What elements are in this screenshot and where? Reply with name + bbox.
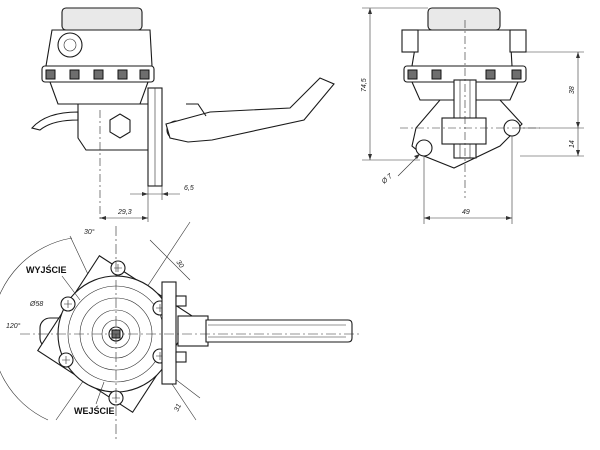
dim-6-5-arrow-1 [142, 192, 148, 196]
dim-hole7-arrow [414, 154, 420, 159]
dim-49-text: 49 [462, 209, 470, 216]
dim-74-5-arrow-2 [368, 154, 372, 160]
front-view: 6,5 29,3 [30, 7, 335, 222]
top-screw-3-slot [62, 356, 70, 364]
front-left-lever [30, 111, 79, 131]
dim-29-3-arrow-2 [142, 216, 148, 220]
dim-14-text: 14 [569, 140, 576, 148]
front-flange-screw-2 [69, 69, 80, 80]
dim-30-length-text: 30 [174, 259, 184, 269]
side-flange-screw-1 [407, 69, 418, 80]
side-left-boss [401, 29, 419, 53]
front-fitting-outer [57, 32, 83, 58]
dim-74-5-text: 74,5 [361, 78, 368, 92]
dim-29-3-arrow-1 [100, 216, 106, 220]
top-bracket-screw-top [175, 295, 187, 307]
dim-38-text: 38 [569, 86, 576, 94]
label-outlet-leader [61, 275, 81, 301]
side-view: 74,5 38 14 49 Ø 7 [361, 7, 584, 224]
top-bracket-plate [161, 281, 177, 385]
dim-58-text: Ø58 [29, 301, 43, 308]
front-cap [61, 7, 143, 31]
label-outlet: WYJŚCIE [26, 264, 67, 275]
side-right-boss [509, 29, 527, 53]
top-bracket-screw-bottom [175, 351, 187, 363]
side-flange-screw-2 [431, 69, 442, 80]
dim-14-arrow [576, 150, 580, 156]
dim-31-text: 31 [173, 403, 183, 413]
dim-6-5-text: 6,5 [184, 185, 194, 192]
top-dim-30-line [149, 239, 191, 281]
side-hole-left [415, 139, 433, 157]
dim-49-arrow-2 [506, 216, 512, 220]
side-cap [427, 7, 501, 31]
dim-38-arrow-1 [576, 52, 580, 58]
side-pivot-block [441, 117, 487, 145]
front-flange-screw-4 [117, 69, 128, 80]
dim-38-arrow-2 [576, 122, 580, 128]
front-flange-screw-1 [45, 69, 56, 80]
top-120-arc [0, 237, 73, 421]
front-lower-housing [49, 81, 149, 105]
dim-120-text: 120° [6, 322, 21, 330]
front-actuating-lever [165, 77, 335, 143]
top-view: WYJŚCIE WEJŚCIE 30° 30 31 120° Ø58 [0, 221, 360, 440]
dim-49-arrow-1 [424, 216, 430, 220]
front-flange-screw-3 [93, 69, 104, 80]
top-screw-1-slot [114, 264, 122, 272]
side-upper-body [411, 29, 513, 67]
label-inlet: WEJŚCIE [74, 405, 115, 416]
top-lever-arm [205, 319, 353, 343]
front-flange-screw-5 [139, 69, 150, 80]
front-fitting-inner [63, 38, 77, 52]
top-pivot-block [177, 315, 209, 347]
side-flange-screw-3 [485, 69, 496, 80]
side-flange-screw-4 [511, 69, 522, 80]
dim-30-angle-text: 30° [84, 228, 95, 236]
front-lever-hook [186, 103, 207, 117]
dim-6-5-arrow-2 [162, 192, 168, 196]
label-inlet-leader [95, 381, 105, 405]
front-hex-nut [109, 113, 131, 139]
dim-74-5-arrow-1 [368, 8, 372, 14]
dim-hole7-text: Ø 7 [380, 172, 395, 186]
dim-29-3-text: 29,3 [117, 209, 132, 216]
top-screw-2-slot [64, 300, 72, 308]
